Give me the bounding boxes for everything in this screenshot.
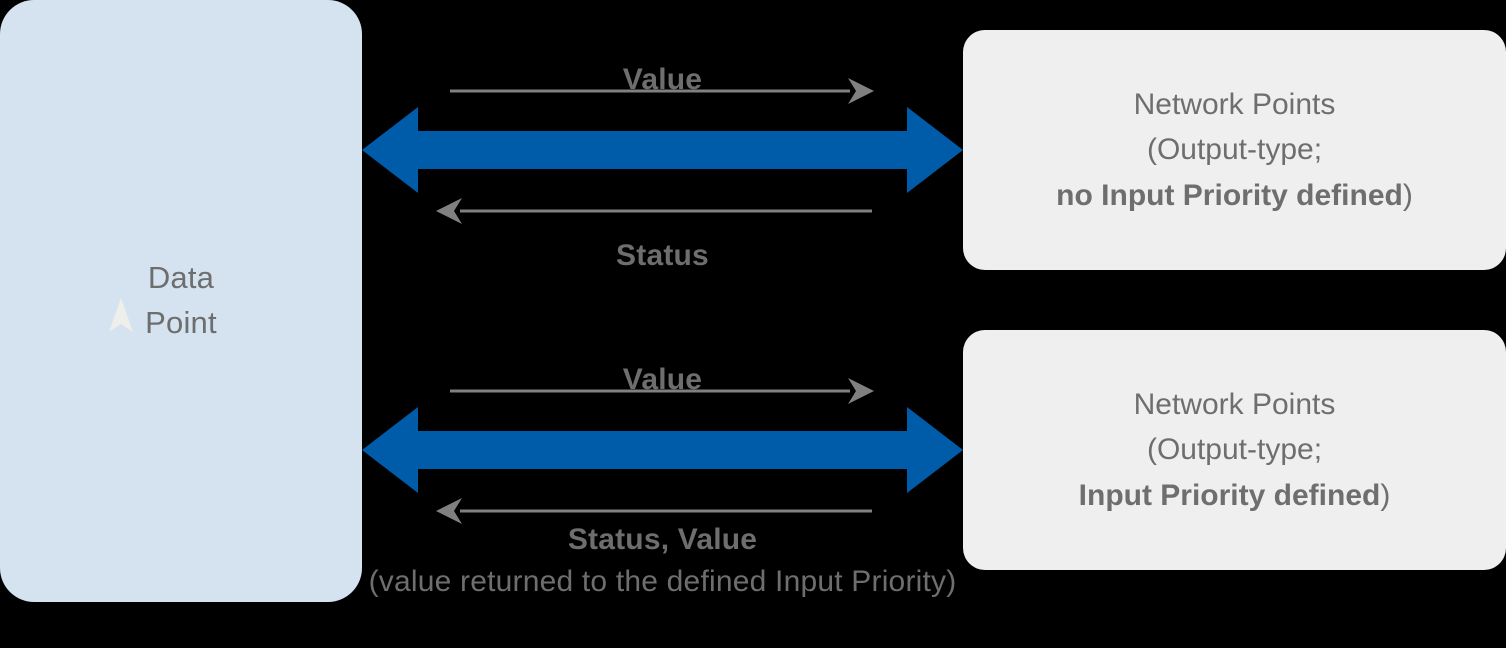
connector-top: Value Status bbox=[362, 30, 963, 272]
network-points-with-priority-text: Network Points (Output-type; Input Prior… bbox=[1079, 382, 1391, 519]
np-line-3-strong: Input Priority defined bbox=[1078, 478, 1381, 512]
network-points-box-no-priority: Network Points (Output-type; no Input Pr… bbox=[963, 30, 1506, 270]
connector-top-arrows bbox=[362, 78, 963, 224]
connector-bottom: Value Status, Value (value returned to t… bbox=[362, 330, 963, 598]
arrow-right-icon bbox=[450, 78, 874, 104]
np-line-3-tail: ) bbox=[1380, 478, 1391, 512]
data-point-label: Data Point bbox=[145, 260, 217, 340]
np-line-3-strong: no Input Priority defined bbox=[1056, 178, 1403, 212]
network-points-no-priority-text: Network Points (Output-type; no Input Pr… bbox=[1056, 82, 1413, 219]
np-line-1: Network Points bbox=[1133, 387, 1336, 421]
connector-bottom-return-title: Status, Value bbox=[567, 523, 758, 556]
network-points-box-with-priority: Network Points (Output-type; Input Prior… bbox=[963, 330, 1506, 570]
arrow-right-icon bbox=[450, 378, 874, 404]
np-line-1: Network Points bbox=[1133, 87, 1336, 121]
np-line-2: (Output-type; bbox=[1146, 133, 1323, 167]
arrow-left-icon bbox=[436, 498, 872, 524]
data-point-box: Data Point bbox=[0, 0, 362, 602]
connector-top-forward-label: Value bbox=[622, 63, 703, 96]
double-headed-arrow-icon bbox=[362, 107, 963, 193]
connector-bottom-arrows bbox=[362, 378, 963, 524]
np-line-3-tail: ) bbox=[1402, 178, 1413, 212]
arrow-left-icon bbox=[436, 198, 872, 224]
double-headed-arrow-icon bbox=[362, 407, 963, 493]
connector-bottom-forward-label: Value bbox=[622, 363, 703, 396]
np-line-2: (Output-type; bbox=[1146, 433, 1323, 467]
connector-bottom-return-sublabel: (value returned to the defined Input Pri… bbox=[368, 564, 957, 598]
connector-top-return-label: Status bbox=[616, 239, 709, 272]
connector-bottom-return-label: Status, Value (value returned to the def… bbox=[362, 520, 963, 603]
